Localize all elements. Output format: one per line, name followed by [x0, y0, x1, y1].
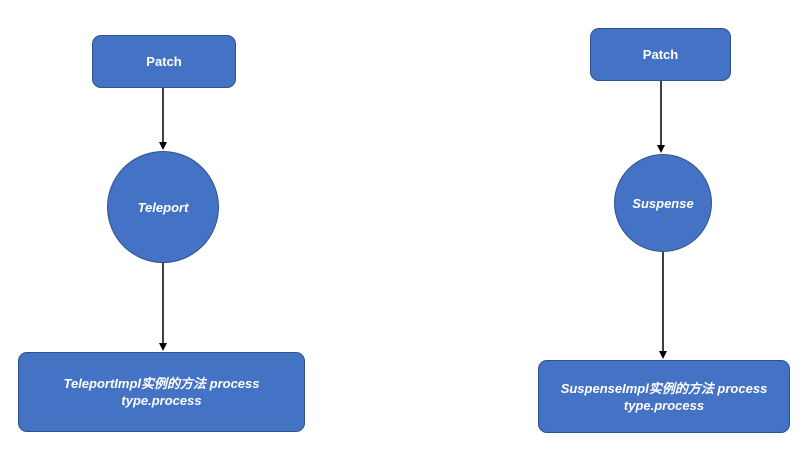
left-patch-label: Patch — [146, 54, 182, 69]
left-teleport-label: Teleport — [137, 199, 189, 215]
right-suspense-label: Suspense — [632, 195, 694, 211]
right-impl-line2: type.process — [623, 397, 705, 413]
right-impl-line1: SuspenseImpl实例的方法 process — [560, 380, 768, 396]
right-impl-node: SuspenseImpl实例的方法 process type.process — [538, 360, 790, 433]
right-suspense-node: Suspense — [614, 154, 712, 252]
left-impl-node: TeleportImpl实例的方法 process type.process — [18, 352, 305, 432]
left-impl-line1: TeleportImpl实例的方法 process — [63, 376, 260, 391]
left-teleport-node: Teleport — [107, 151, 219, 263]
right-patch-node: Patch — [590, 28, 731, 81]
left-patch-node: Patch — [92, 35, 236, 88]
right-patch-label: Patch — [642, 47, 679, 62]
left-impl-line2: type.process — [121, 393, 202, 408]
